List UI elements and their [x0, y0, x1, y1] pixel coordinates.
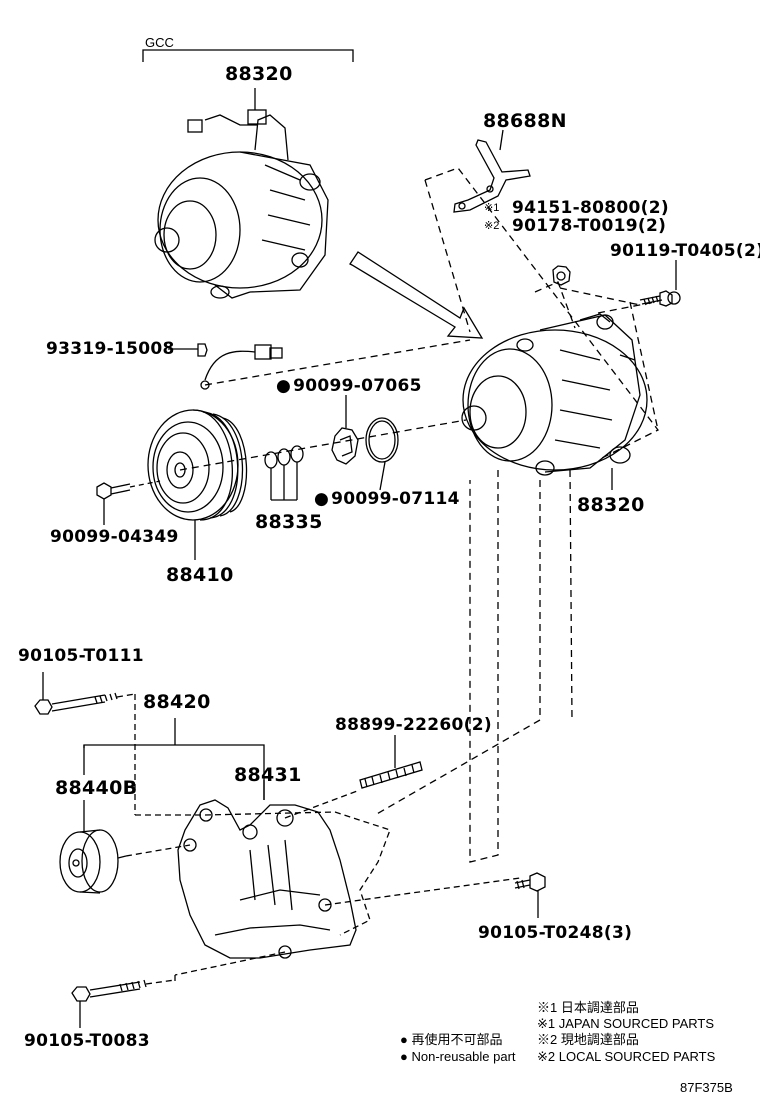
legend-jp-line2: ※2 現地調達部品 — [537, 1032, 639, 1047]
part-88899-label[interactable]: 88899-22260(2) — [335, 715, 492, 735]
part-90105-t0083-label[interactable]: 90105-T0083 — [24, 1031, 150, 1051]
gcc-bracket-line — [142, 49, 354, 62]
bolt-90105-t0083-drawing — [71, 979, 176, 1028]
bracket-88688n-drawing — [453, 139, 531, 213]
part-90099-07065-label[interactable]: 90099-07065 — [276, 376, 422, 396]
clutch-88410-drawing — [147, 409, 248, 521]
legend-en-line2: ※2 LOCAL SOURCED PARTS — [537, 1049, 716, 1064]
part-90178-label[interactable]: 90178-T0019(2) — [512, 216, 667, 236]
part-88420-label[interactable]: 88420 — [143, 691, 211, 713]
nonreusable-dot-icon — [276, 376, 293, 396]
part-90105-t0248-label[interactable]: 90105-T0248(3) — [478, 923, 633, 943]
o-ring-drawing — [365, 417, 399, 491]
bolt-90099-04349-drawing — [96, 480, 161, 525]
part-94151-label[interactable]: 94151-80800(2) — [512, 198, 669, 218]
compressor-top-drawing — [154, 109, 329, 299]
bolt-90105-t0111-drawing — [34, 672, 205, 816]
part-88335-label[interactable]: 88335 — [255, 511, 323, 533]
legend-jp-line1: ※1 日本調達部品 — [537, 1000, 639, 1015]
part-88320-right-label[interactable]: 88320 — [577, 494, 645, 516]
idler-88440b-drawing — [59, 800, 191, 894]
part-88320-top-label[interactable]: 88320 — [225, 63, 293, 85]
part-93319-label[interactable]: 93319-15008 — [46, 339, 175, 359]
legend-en-line1: ※1 JAPAN SOURCED PARTS — [537, 1016, 715, 1031]
stud-88899-drawing — [359, 735, 423, 789]
part-88440b-label[interactable]: 88440B — [55, 777, 138, 799]
bolt-90119-drawing — [639, 290, 681, 307]
note2-mark: ※2 — [484, 220, 500, 232]
nut-90178-drawing — [552, 265, 571, 286]
legend-nonreusable-en: ● Non-reusable part — [400, 1049, 516, 1064]
snap-ring-drawing — [331, 395, 359, 465]
note1-mark: ※1 — [484, 202, 500, 214]
legend-nonreusable-jp: ● 再使用不可部品 — [400, 1032, 503, 1047]
compressor-right-drawing — [461, 313, 648, 476]
figure-code: 87F375B — [680, 1080, 733, 1095]
part-90119-label[interactable]: 90119-T0405(2) — [610, 241, 760, 261]
part-88410-label[interactable]: 88410 — [166, 564, 234, 586]
shims-88335-drawing — [264, 445, 304, 501]
part-88431-label[interactable]: 88431 — [234, 764, 302, 786]
gcc-label: GCC — [145, 35, 174, 50]
bracket-88431-drawing — [177, 799, 357, 959]
compressor-dashed-outline — [424, 167, 659, 461]
part-88688n-label[interactable]: 88688N — [483, 110, 567, 132]
nonreusable-dot-icon: ● — [400, 1032, 408, 1047]
nonreusable-dot-icon — [314, 489, 331, 509]
direction-arrow — [349, 251, 484, 339]
nonreusable-dot-icon: ● — [400, 1049, 408, 1064]
part-90099-04349-label[interactable]: 90099-04349 — [50, 527, 179, 547]
part-90099-07114-label[interactable]: 90099-07114 — [314, 489, 460, 509]
part-90105-t0111-label[interactable]: 90105-T0111 — [18, 646, 144, 666]
harness-drawing — [168, 343, 283, 390]
bolt-90105-t0248-drawing — [514, 872, 546, 918]
